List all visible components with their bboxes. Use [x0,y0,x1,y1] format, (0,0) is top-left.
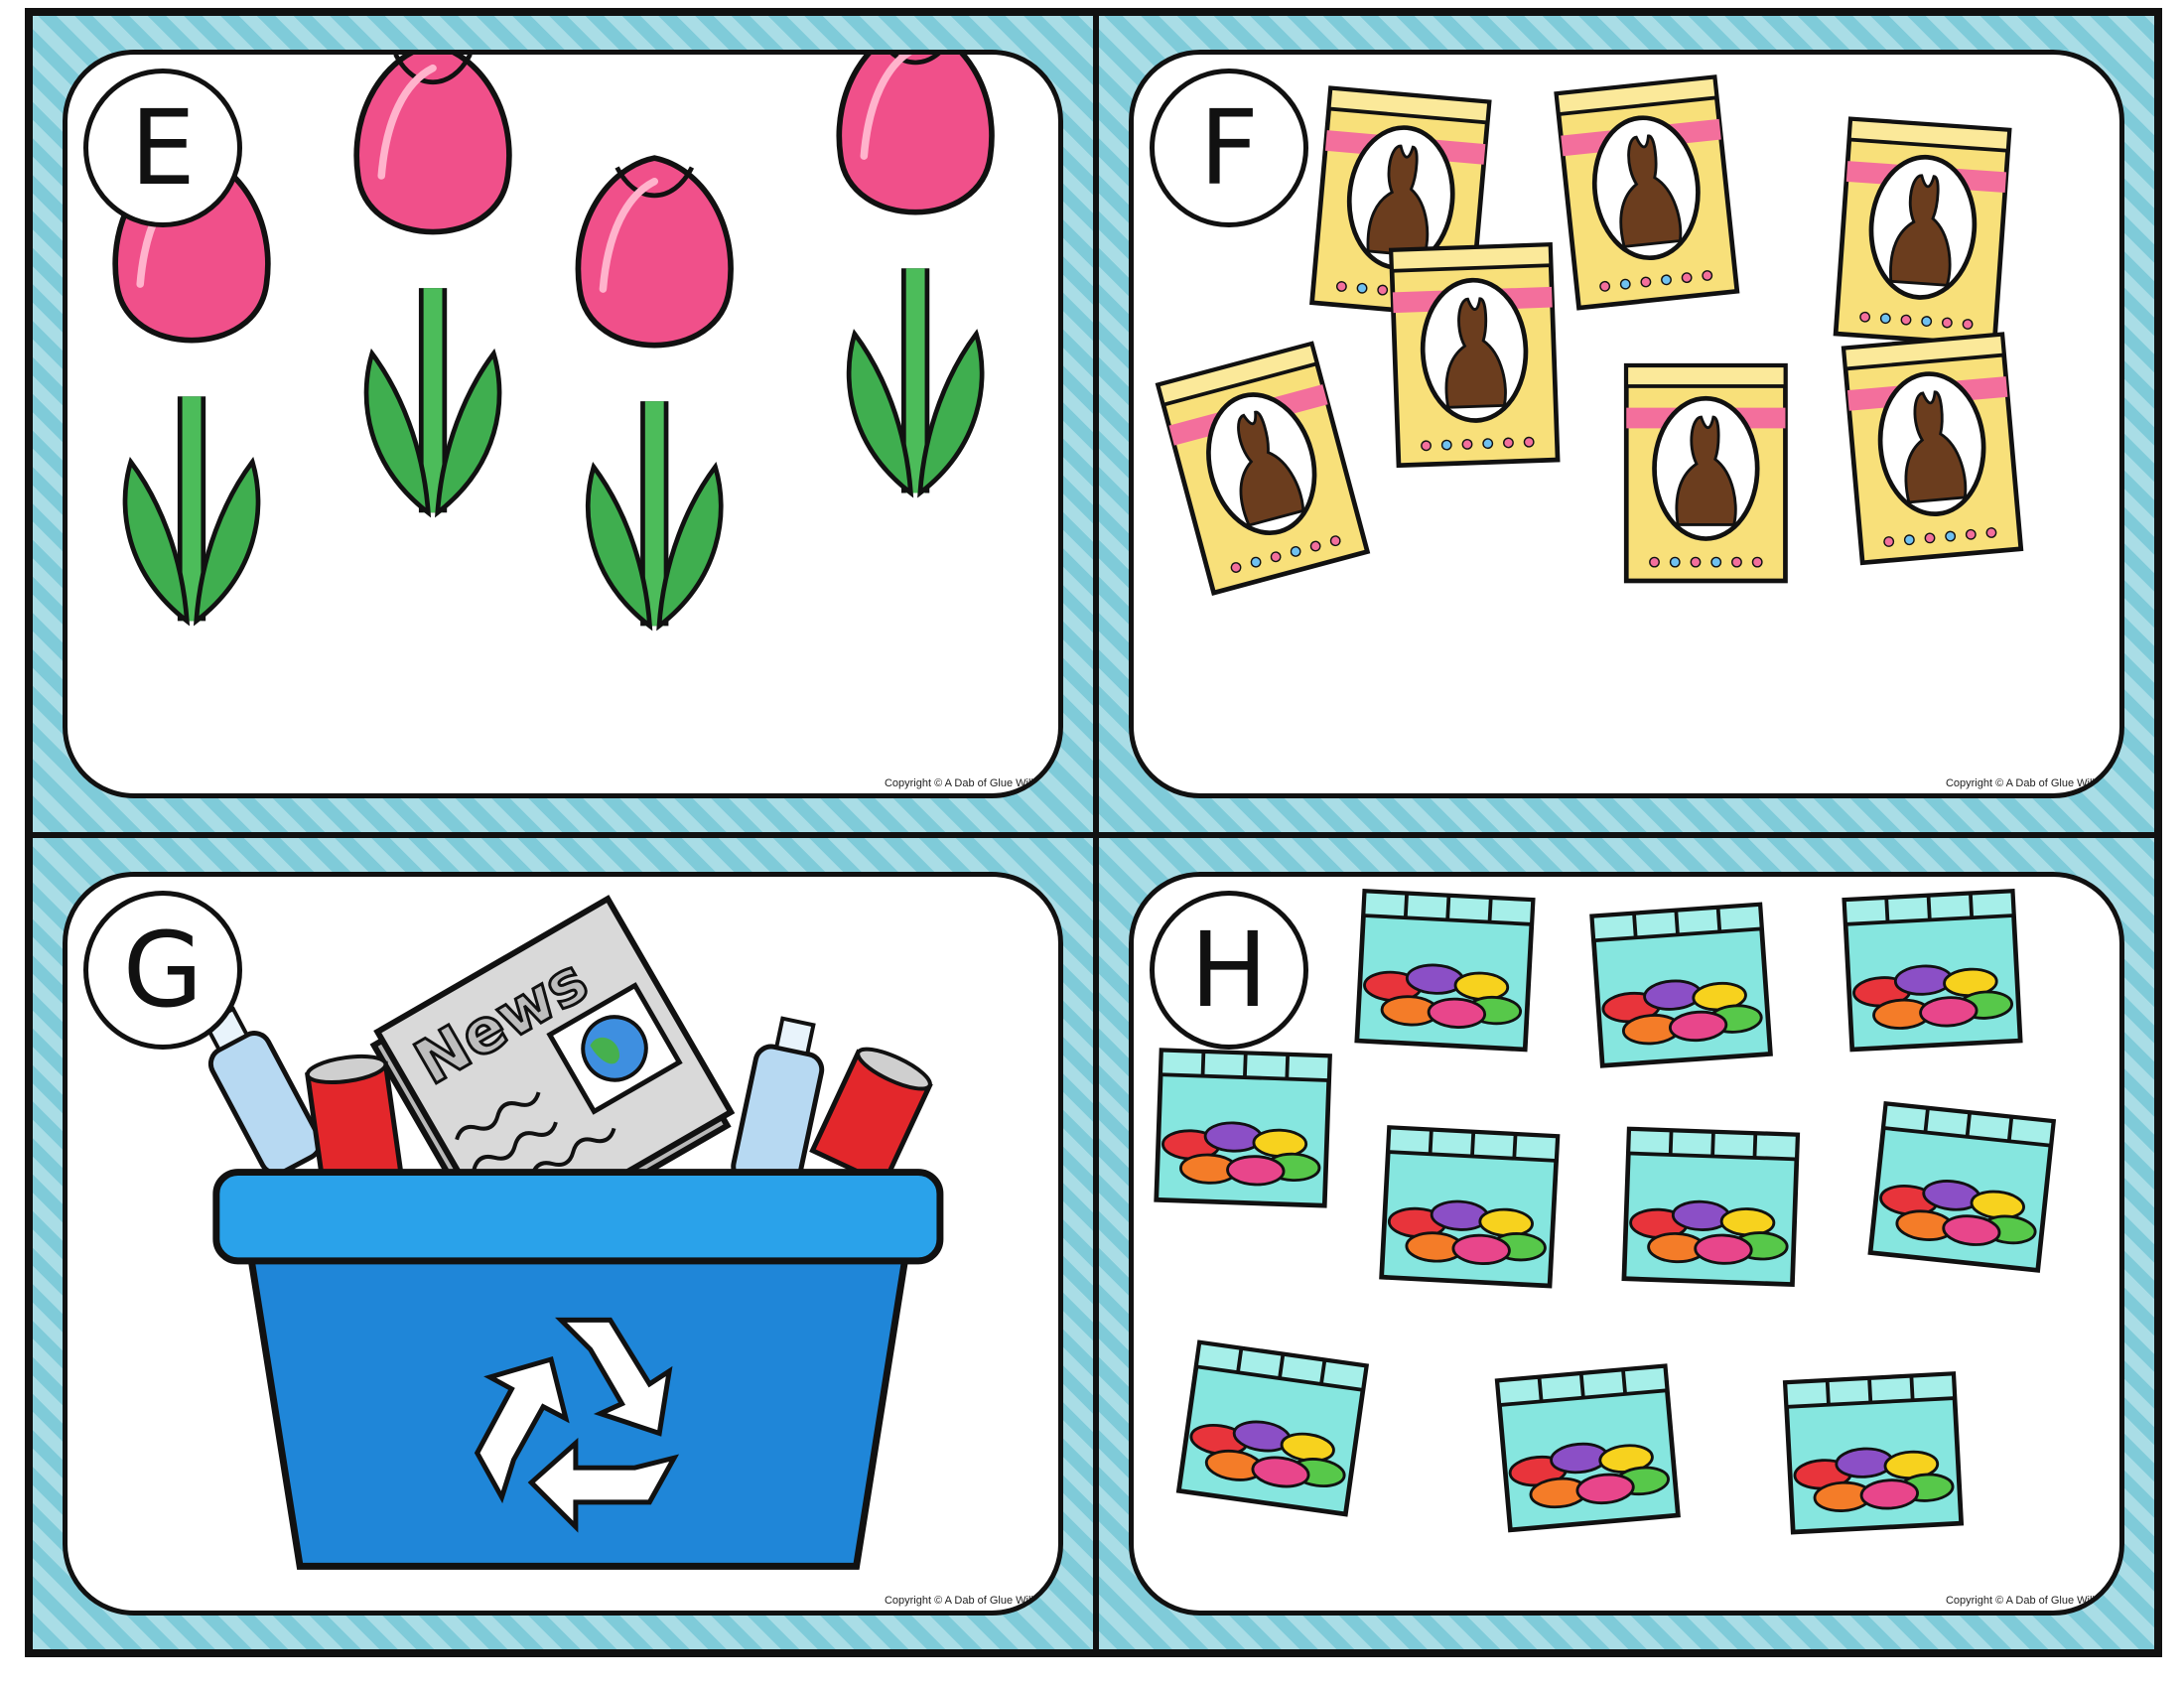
card-e-panel: E Copy [63,50,1063,798]
jelly-bean-bag-6 [1624,1129,1798,1285]
card-h-letter-badge: H [1150,891,1308,1050]
jelly-bean-bag-2 [1592,905,1771,1065]
card-g-panel: G News [63,872,1063,1616]
bunny-box-4 [1391,244,1558,465]
card-e-letter-badge: E [83,69,242,227]
water-bottle-right [731,1016,825,1193]
jelly-bean-bag-5 [1382,1128,1558,1286]
card-g-copyright: Copyright © A Dab of Glue Will Do [884,1595,1050,1607]
bunny-box-6 [1159,344,1368,593]
card-f-panel: F [1129,50,2124,798]
card-h-copyright: Copyright © A Dab of Glue Will Do [1945,1595,2112,1607]
task-card-f: F [1096,13,2157,835]
recycle-symbol-icon [474,1317,680,1533]
card-g-letter: G [122,910,204,1031]
soda-can-right [809,1047,933,1188]
card-f-letter: F [1199,87,1259,209]
jelly-bean-bag-4 [1157,1051,1330,1206]
task-card-g: G News [30,835,1096,1652]
card-e-copyright: Copyright © A Dab of Glue Will Do [884,777,1050,789]
bunny-box-2 [1557,77,1737,308]
tulip-2 [356,55,509,512]
bunny-box-7 [1626,365,1785,581]
jelly-bean-bag-7 [1870,1104,2053,1271]
tulip-3 [578,158,731,626]
card-f-letter-badge: F [1150,69,1308,227]
jelly-bean-bag-10 [1785,1374,1961,1532]
jelly-bean-bag-3 [1844,892,2020,1050]
jelly-bean-bag-1 [1357,892,1533,1050]
soda-can-left [305,1054,404,1186]
task-card-sheet: E Copy [25,8,2162,1657]
tulip-4 [839,55,992,492]
recycling-bin-picture: News [203,895,944,1570]
jelly-bean-bag-9 [1497,1366,1678,1530]
bunny-box-5 [1843,335,2020,563]
task-card-e: E Copy [30,13,1096,835]
task-card-h: H [1096,835,2157,1652]
jelly-bean-bag-8 [1178,1342,1366,1514]
card-g-letter-badge: G [83,891,242,1050]
bunny-box-3 [1836,119,2009,345]
card-h-letter: H [1189,910,1269,1031]
blue-bin [212,1169,944,1570]
card-h-panel: H [1129,872,2124,1616]
card-f-copyright: Copyright © A Dab of Glue Will Do [1945,777,2112,789]
card-e-letter: E [130,87,196,209]
